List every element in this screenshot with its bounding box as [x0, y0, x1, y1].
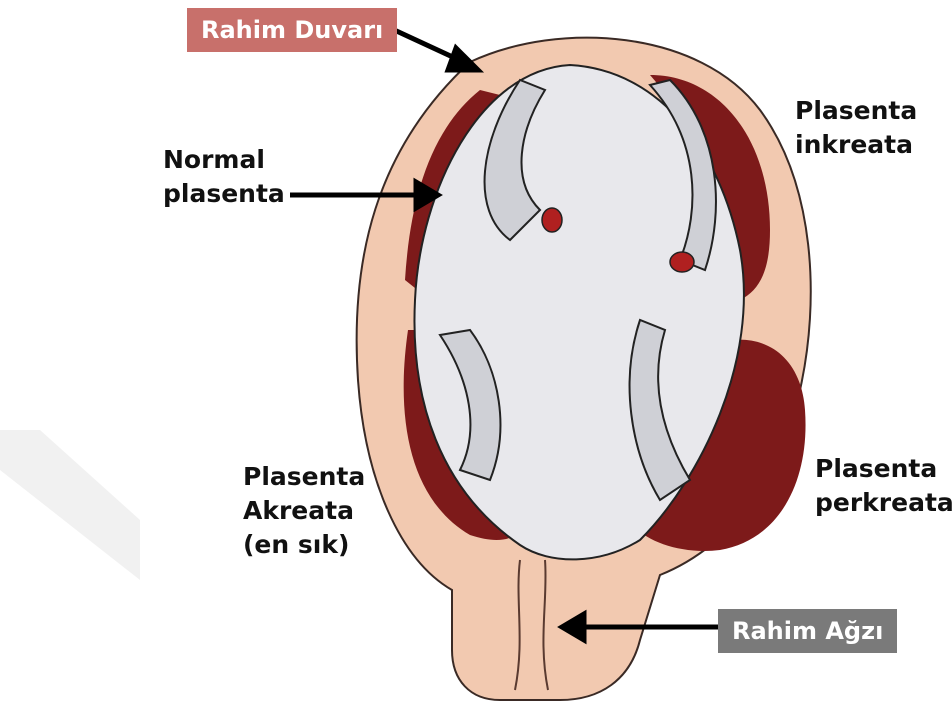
watermark-band — [0, 430, 140, 580]
placenta-increta-line-2: inkreata — [795, 128, 917, 162]
placenta-accreta-line-1: Plasenta — [243, 460, 365, 494]
placenta-percreta-line-1: Plasenta — [815, 452, 952, 486]
placenta-percreta-label: Plasenta perkreata — [815, 452, 952, 520]
placenta-increta-line-1: Plasenta — [795, 94, 917, 128]
placenta-accreta-label: Plasenta Akreata (en sık) — [243, 460, 365, 562]
placenta-accreta-line-3: (en sık) — [243, 528, 365, 562]
placenta-increta-label: Plasenta inkreata — [795, 94, 917, 162]
cervix-label: Rahim Ağzı — [718, 609, 897, 653]
placenta-accreta-line-2: Akreata — [243, 494, 365, 528]
uterine-wall-label: Rahim Duvarı — [187, 8, 397, 52]
normal-placenta-label: Normal plasenta — [163, 143, 285, 211]
placenta-percreta-line-2: perkreata — [815, 486, 952, 520]
normal-placenta-line-1: Normal — [163, 143, 285, 177]
normal-placenta-line-2: plasenta — [163, 177, 285, 211]
